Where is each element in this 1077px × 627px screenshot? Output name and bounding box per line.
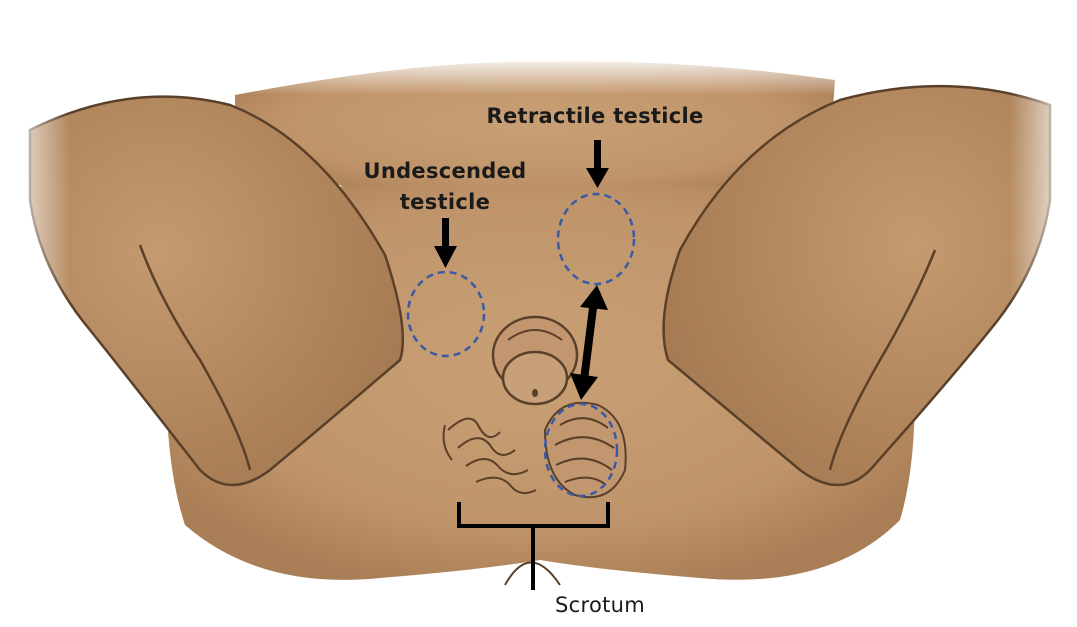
left-fade — [0, 90, 70, 410]
top-fade — [230, 55, 840, 95]
retractile-testicle-label: Retractile testicle — [470, 103, 720, 130]
undescended-testicle-label-line2: testicle — [340, 189, 550, 216]
right-fade — [1010, 90, 1077, 410]
scrotum-label: Scrotum — [530, 592, 670, 619]
undescended-testicle-label-line1: Undescended — [340, 158, 550, 185]
